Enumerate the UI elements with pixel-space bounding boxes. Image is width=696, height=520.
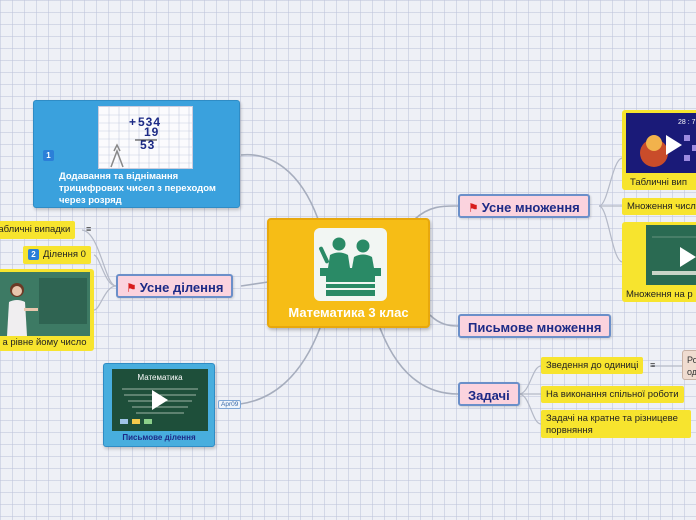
teacher-photo xyxy=(0,272,90,336)
addition-label: Додавання та віднімання трицифрових чисе… xyxy=(59,171,216,206)
link-central-video xyxy=(239,327,321,405)
play-icon[interactable] xyxy=(680,247,696,267)
subnode-label: Множення числ xyxy=(627,201,696,212)
play-icon[interactable] xyxy=(152,390,168,410)
subnode-dilennia-0[interactable]: 2 Ділення 0 xyxy=(23,246,91,264)
video-thumbnail xyxy=(646,225,696,285)
subnode-mnozhennia-na-r[interactable]: Множення на р xyxy=(622,222,696,302)
subnode-mnozhennia-chysl[interactable]: Множення числ xyxy=(622,198,696,215)
subnode-note-partial[interactable]: Ро од xyxy=(682,350,696,380)
flag-icon: ⚑ xyxy=(126,281,137,295)
addition-plus: + xyxy=(129,115,137,129)
link-central-zadachi xyxy=(379,327,459,395)
video-thumbnail: 28 : 7 xyxy=(626,113,696,173)
branch-pysmove-mnozhennia[interactable]: Письмове множення xyxy=(458,314,612,338)
branch-label: Усне множення xyxy=(481,200,580,215)
date-tag: Apr09 xyxy=(218,400,242,409)
flag-icon: ⚑ xyxy=(468,201,479,215)
subnode-label: Множення на р xyxy=(626,289,693,300)
central-topic[interactable]: Математика 3 клас xyxy=(267,218,430,328)
central-title: Математика 3 клас xyxy=(288,305,409,320)
subnode-label: На виконання спільної роботи xyxy=(546,389,679,400)
addition-line2: 19 xyxy=(144,125,160,139)
note-icon[interactable]: ≡ xyxy=(86,224,92,234)
note-icon[interactable]: ≡ xyxy=(650,360,656,370)
subnode-image-card[interactable]: а рівне йому число xyxy=(0,269,94,351)
video-card-pysmove-dilennia[interactable]: Математика Письмове ділення xyxy=(103,363,215,447)
branch-label: Письмове множення xyxy=(468,320,602,335)
subnode-tablychni-vyp[interactable]: 28 : 7 Табличні вип xyxy=(622,110,696,190)
video-label: Письмове ділення xyxy=(122,433,196,442)
branch-label: Усне ділення xyxy=(139,280,224,295)
branch-usne-mnozhennia[interactable]: ⚑Усне множення xyxy=(458,194,590,218)
link-central-usne-mnozhennia xyxy=(414,205,459,220)
addition-line3: 53 xyxy=(140,138,156,152)
video-title: Математика xyxy=(137,373,183,382)
link-central-usne-dilennia xyxy=(240,281,269,287)
subnode-label: Табличні вип xyxy=(630,177,687,188)
link-central-pysmove xyxy=(429,314,459,327)
subnode-label: а рівне йому число xyxy=(2,337,87,348)
subnode-tablychni-vypadky[interactable]: Табличні випадки xyxy=(0,221,76,239)
subnode-kratne-porivniannia[interactable]: Задачі на кратне та різницеве порвняння xyxy=(541,410,691,438)
addition-card[interactable]: + 534 19 53 1 Додавання та віднімання тр… xyxy=(33,100,240,208)
addition-line1: 534 xyxy=(138,115,162,129)
subnode-spilna-robota[interactable]: На виконання спільної роботи xyxy=(541,386,684,403)
addition-image xyxy=(98,106,193,169)
branch-usne-dilennia[interactable]: ⚑Усне ділення xyxy=(116,274,234,298)
classroom-icon xyxy=(314,228,387,301)
video-thumbnail: Математика xyxy=(112,369,208,431)
subnode-label: Ділення 0 xyxy=(43,249,86,261)
priority-2-icon: 2 xyxy=(28,249,39,260)
subnode-label: Табличні випадки xyxy=(0,224,71,235)
subnode-zvedennia[interactable]: Зведення до одиниці xyxy=(541,357,644,374)
branch-label: Задачі xyxy=(468,388,510,403)
subnode-label: Зведення до одиниці xyxy=(546,360,639,371)
play-icon[interactable] xyxy=(666,135,682,155)
link-central-addition xyxy=(240,153,319,220)
branch-zadachi[interactable]: Задачі xyxy=(458,382,520,406)
video-caption: 28 : 7 xyxy=(678,119,696,126)
subnode-label: Задачі на кратне та різницеве порвняння xyxy=(546,413,678,436)
priority-1-icon: 1 xyxy=(43,150,54,161)
